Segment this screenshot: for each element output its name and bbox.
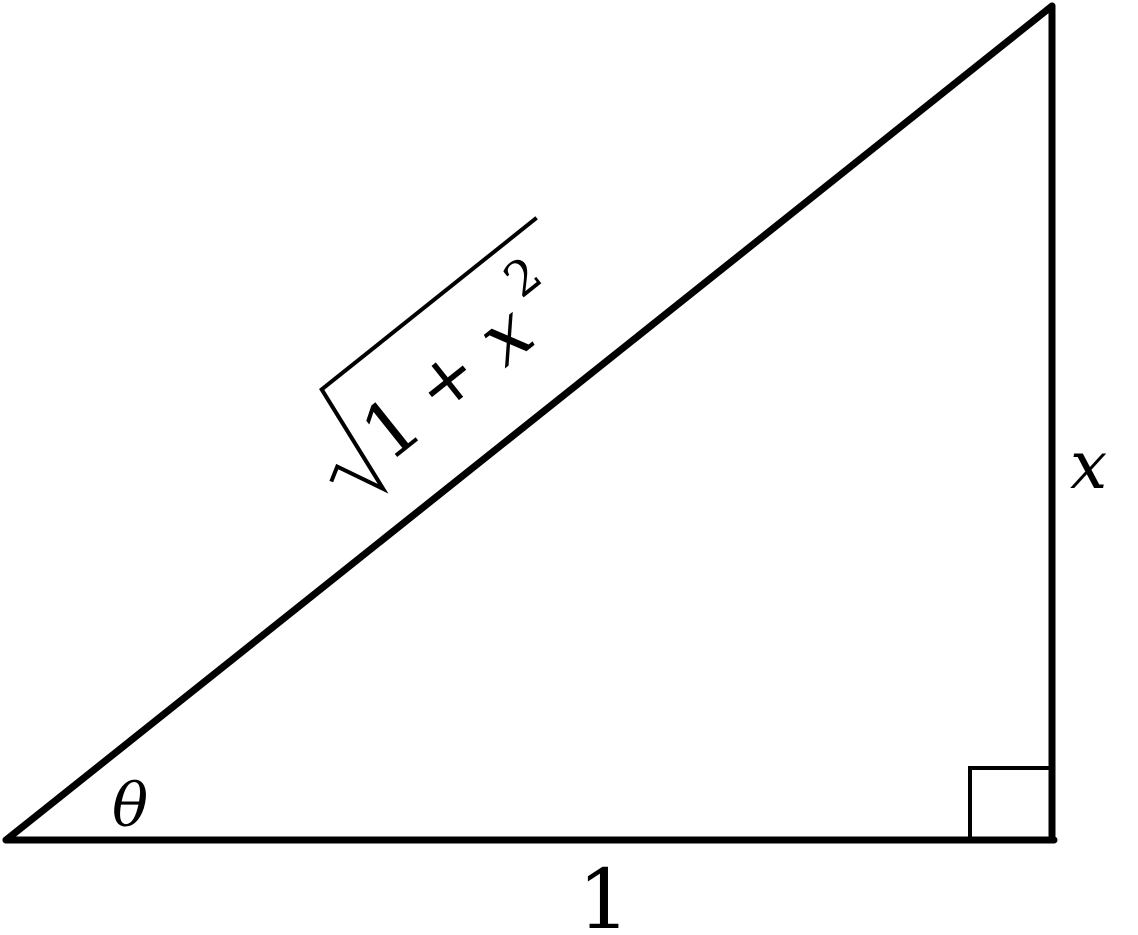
radical-sign [319,216,538,494]
angle-label: θ [112,771,148,841]
triangle-hypotenuse [2,2,1056,844]
right-angle-marker [968,766,1052,840]
hypotenuse-plus: + [398,329,495,430]
height-label: x [1070,427,1107,504]
hypotenuse-label: 1 + x 2 [319,216,552,494]
base-label: 1 [578,853,630,935]
